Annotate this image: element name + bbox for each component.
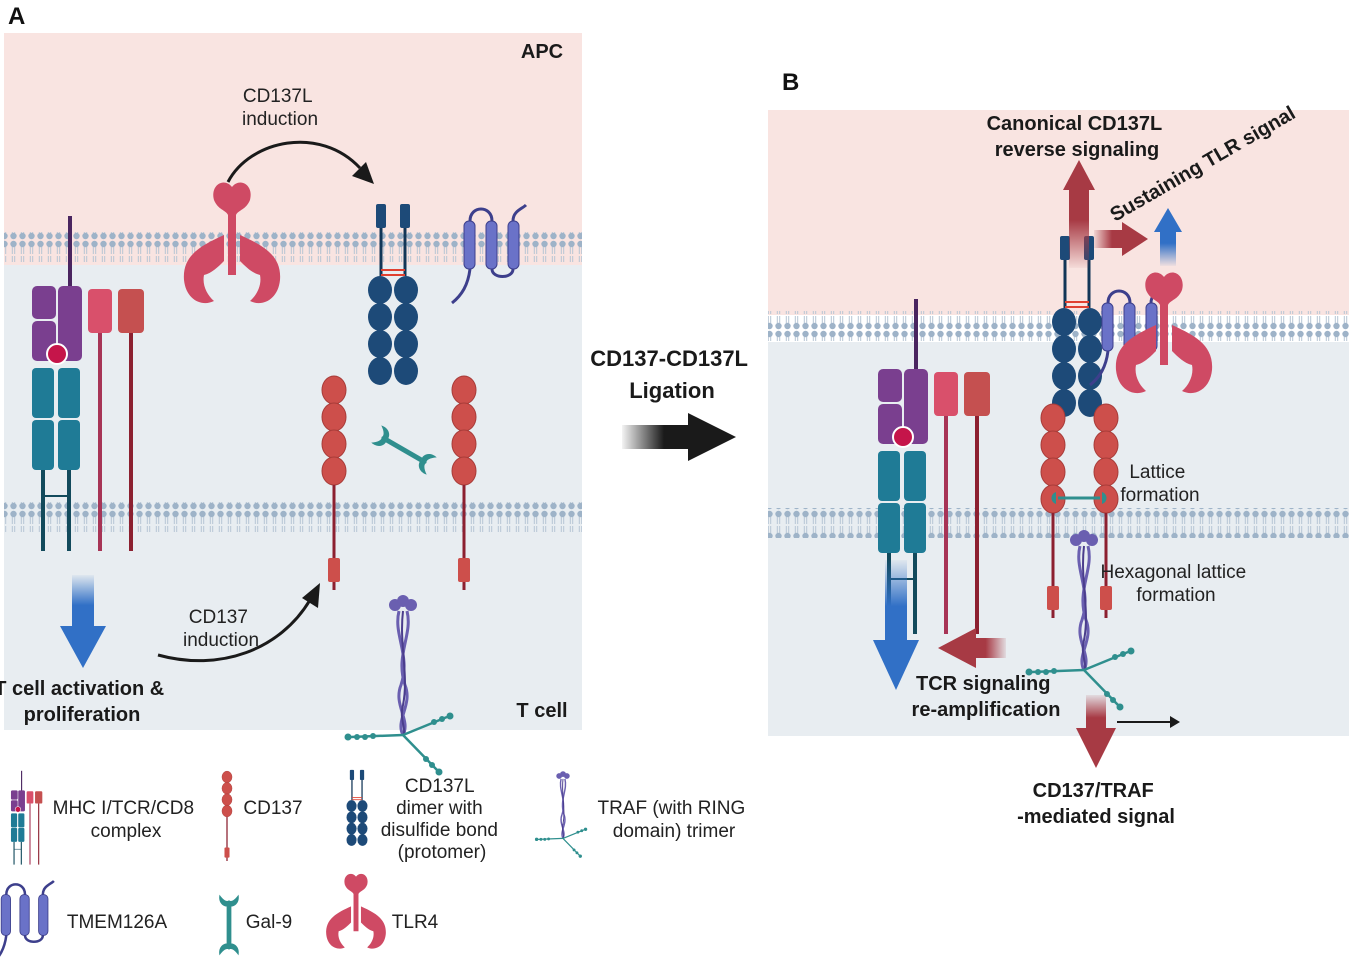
legend: MHC I/TCR/CD8 complex CD137 CD137L dimer…	[0, 769, 750, 966]
reverse-signaling-arrow-shaft	[1069, 188, 1089, 268]
legend-mhc-icon	[10, 770, 43, 866]
legend-tlr4-icon	[326, 873, 386, 949]
panel-a: A APC T cell CD137L induction CD137 indu…	[0, 3, 582, 777]
ligation-arrow-head	[688, 413, 736, 461]
tcell-membrane-b	[768, 508, 1349, 538]
cd137l-induction-label: CD137L induction	[242, 86, 318, 130]
legend-cd137l-label: CD137L dimer with disulfide bond (protom…	[381, 776, 504, 863]
traf-signal-arrow-head	[1076, 728, 1116, 768]
ligation-arrow-shaft	[622, 425, 692, 449]
cd137-induction-arrowhead	[302, 583, 320, 608]
tcell-label: T cell	[516, 700, 567, 722]
tcell-activation-label: T cell activation & proliferation	[0, 678, 170, 726]
tcr-reamplification-label: TCR signaling re-amplification	[912, 673, 1061, 721]
legend-cd137-icon	[221, 770, 233, 862]
tlr-blue-arrow-head	[1154, 208, 1182, 232]
tcr-blue-arrow-head	[873, 640, 919, 690]
cd137l-induction-arrow	[226, 140, 362, 183]
apc-label: APC	[521, 41, 563, 63]
cd137-induction-label: CD137 induction	[183, 607, 259, 651]
tcell-region	[4, 265, 582, 730]
legend-cd137l-icon	[345, 769, 369, 847]
legend-gal9-icon	[219, 895, 239, 956]
activation-arrow-shaft	[72, 575, 94, 630]
lattice-label: Lattice formation	[1120, 462, 1199, 506]
traf-signal-arrow-shaft	[1086, 695, 1106, 733]
activation-arrow-head	[60, 626, 106, 668]
legend-tlr4-label: TLR4	[392, 912, 439, 933]
hexagonal-lattice-label: Hexagonal lattice formation	[1100, 562, 1251, 606]
ligation-transition: CD137-CD137L Ligation	[590, 346, 753, 461]
panel-b-letter: B	[782, 69, 799, 96]
gal9-bridge	[1051, 492, 1107, 504]
cd137-traf-label: CD137/TRAF -mediated signal	[1017, 780, 1175, 828]
apc-region-b	[768, 110, 1349, 315]
legend-tmem-icon	[0, 879, 56, 966]
legend-gal9-label: Gal-9	[246, 912, 292, 933]
panel-b: B Lattice formation Hexagonal lattice fo…	[768, 69, 1349, 828]
cd137-induction-arrow	[157, 599, 312, 663]
ligation-label: CD137-CD137L Ligation	[590, 346, 753, 403]
tcr-blue-arrow-shaft	[885, 560, 907, 644]
legend-traf-icon	[534, 770, 588, 859]
cd137l-induction-arrowhead	[352, 162, 374, 184]
tlr-horizontal-head	[1122, 222, 1148, 256]
traf-side-arrowhead	[1170, 716, 1180, 728]
tlr-blue-arrow-shaft	[1160, 228, 1176, 266]
tcr-red-arrow-head	[938, 628, 976, 668]
legend-traf-label: TRAF (with RING domain) trimer	[597, 798, 750, 842]
tcr-red-arrow-shaft	[972, 638, 1006, 658]
canonical-reverse-label: Canonical CD137L reverse signaling	[987, 113, 1168, 161]
reverse-signaling-arrow-head	[1063, 160, 1095, 190]
legend-tmem-label: TMEM126A	[67, 912, 168, 933]
tcell-membrane	[4, 502, 582, 532]
panel-a-letter: A	[8, 3, 25, 30]
legend-cd137-label: CD137	[243, 798, 302, 819]
tlr-horizontal-shaft	[1094, 230, 1124, 248]
legend-mhc-label: MHC I/TCR/CD8 complex	[53, 798, 200, 842]
